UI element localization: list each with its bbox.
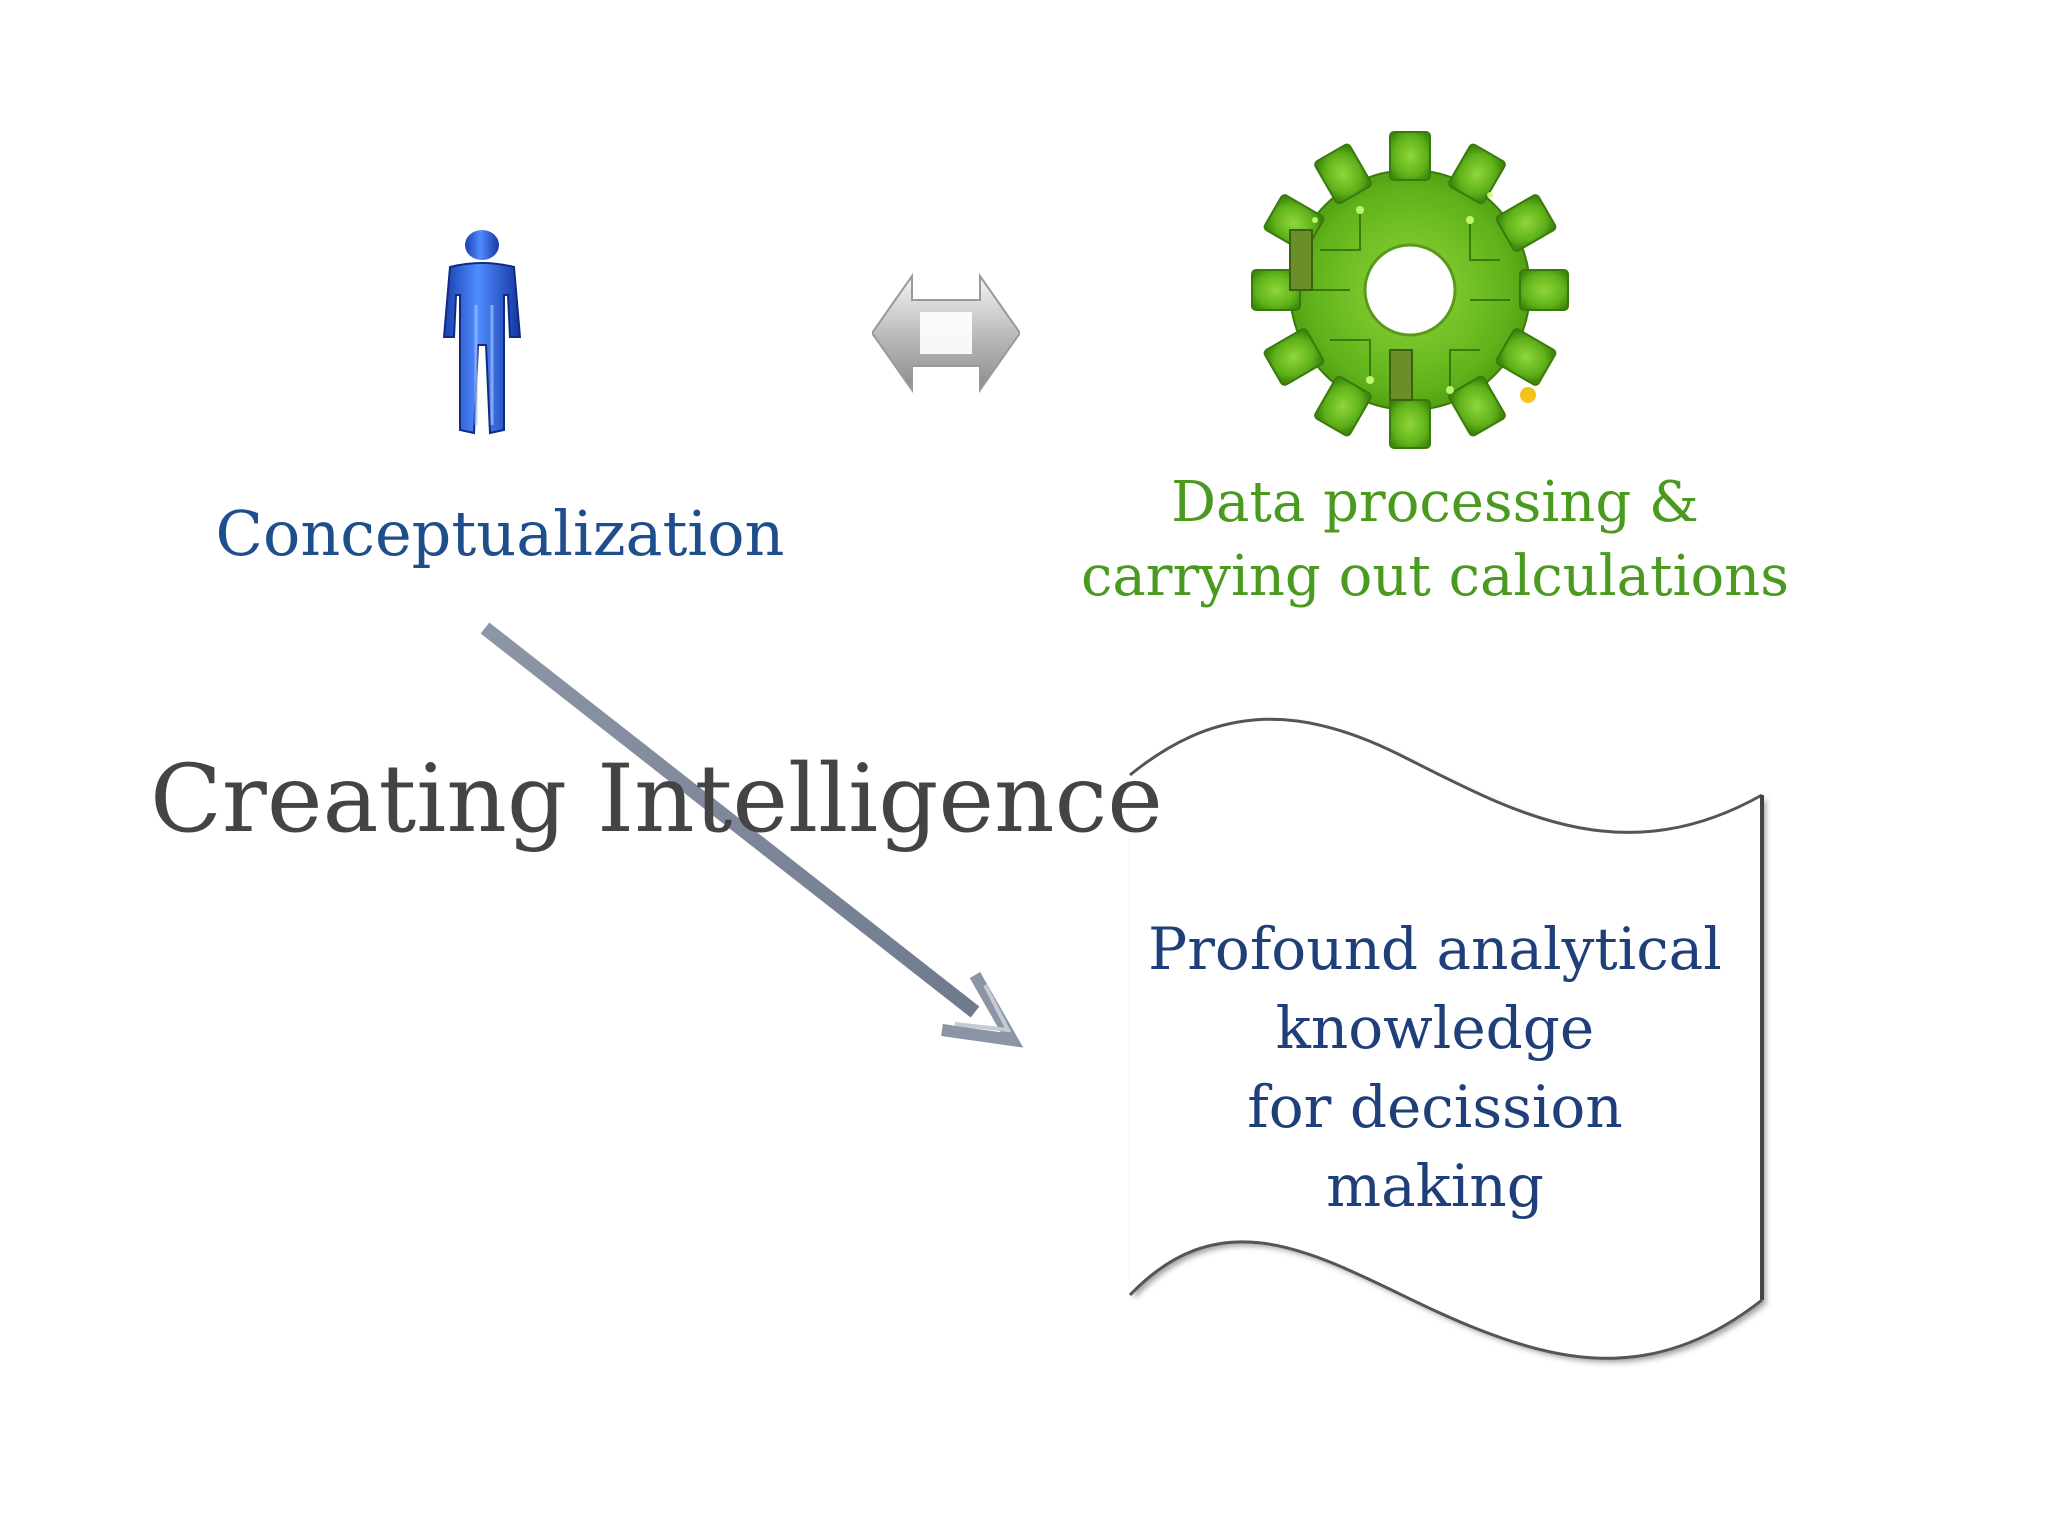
diagram-title: Creating Intelligence [150,745,1163,854]
conceptualization-label: Conceptualization [215,497,785,570]
double-arrow-icon [872,272,1020,394]
person-icon [442,230,522,435]
data-processing-label: Data processing & carrying out calculati… [1081,470,1789,609]
gear-icon [1251,131,1569,449]
analytical-knowledge-label: Profound analytical knowledge for deciss… [1148,915,1722,1220]
wave-document-shape [1128,717,1764,1360]
